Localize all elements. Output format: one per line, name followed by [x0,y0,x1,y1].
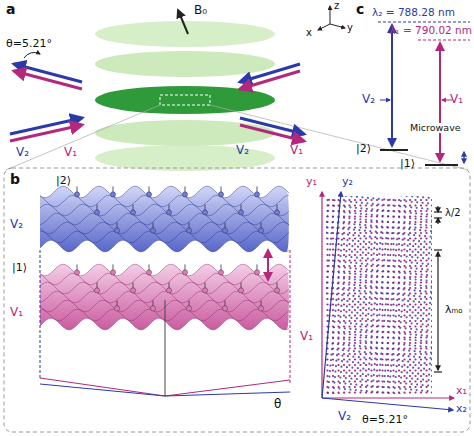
label: |2⟩ [356,143,371,155]
label: |1⟩ [12,262,27,274]
axes [318,6,345,30]
label: a [6,2,15,17]
label: V₂ [16,146,29,159]
label: V₂ [338,410,351,423]
label: x₁ [456,385,467,397]
label: Microwave [410,123,461,133]
label: λ₁ = 790.02 nm [389,25,472,37]
label: λ/2 [445,207,461,218]
label: V₁ [450,93,463,106]
laser-beams [10,52,304,141]
label: y₁ [306,176,317,188]
lattice-disks [6,21,468,171]
label: y₂ [342,176,353,188]
label: V₁ [64,146,77,159]
lattice-axes [322,192,454,410]
label: c [356,2,364,17]
label: V₂ [236,144,249,157]
label: |2⟩ [56,175,71,187]
moire-lattice [326,196,432,394]
label: y [347,22,353,33]
label: θ=5.21° [362,414,408,426]
label: V₂ [10,218,23,231]
level-scheme [378,22,470,165]
field-arrow [178,10,188,34]
label: x₂ [456,403,467,415]
label: |1⟩ [400,158,415,170]
label: z [334,0,339,11]
surface-guides [40,250,290,396]
label: λₘₒ [445,304,463,316]
label: λ₂ = 788.28 nm [372,7,455,19]
zoom-box [4,168,470,432]
label: V₁ [10,306,23,319]
label: V₁ [290,144,303,157]
label: θ=5.21° [6,38,52,50]
label: V₂ [362,93,375,106]
label: x [306,27,312,38]
upper-lattice-surface [40,186,289,251]
label: B₀ [194,4,207,17]
label: V₁ [300,330,313,343]
label: θ [274,398,281,411]
label: b [10,172,20,187]
